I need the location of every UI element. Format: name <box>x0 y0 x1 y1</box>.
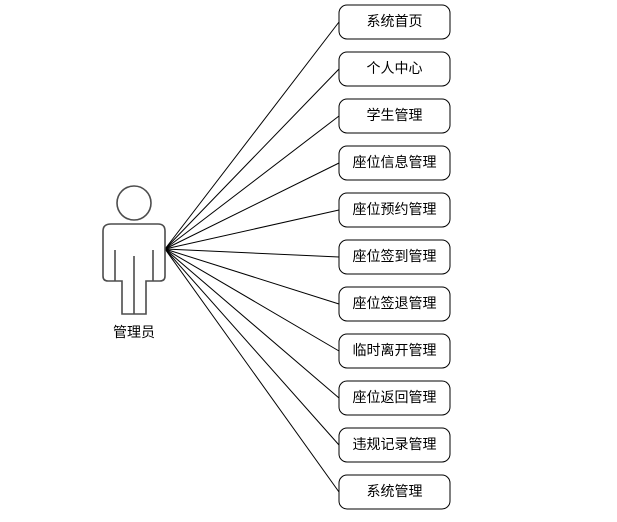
use-case-box <box>338 333 451 369</box>
use-case-boxes: 系统首页个人中心学生管理座位信息管理座位预约管理座位签到管理座位签退管理临时离开… <box>338 4 451 510</box>
use-case-label: 临时离开管理 <box>353 342 437 359</box>
use-case-label: 座位信息管理 <box>353 154 437 171</box>
use-case: 临时离开管理 <box>338 333 451 369</box>
association-line <box>164 248 340 446</box>
use-case-label: 座位预约管理 <box>353 202 437 218</box>
use-case-box <box>338 380 451 416</box>
use-case-box <box>338 51 451 87</box>
association-line <box>164 248 340 305</box>
use-case: 座位返回管理 <box>338 380 451 416</box>
use-case-box <box>338 145 451 181</box>
use-case-label: 座位签退管理 <box>353 295 437 312</box>
association-line <box>164 248 340 352</box>
association-line <box>164 115 340 250</box>
association-line <box>164 209 340 250</box>
use-case: 座位信息管理 <box>338 145 451 181</box>
use-case-box <box>338 192 451 228</box>
association-lines <box>164 21 340 493</box>
use-case-box <box>338 286 451 322</box>
actor-head <box>116 185 152 221</box>
use-case-box <box>338 4 451 40</box>
use-case-label: 学生管理 <box>367 108 423 124</box>
use-case: 学生管理 <box>338 98 451 134</box>
use-case: 座位预约管理 <box>338 192 451 228</box>
use-case-label: 违规记录管理 <box>353 437 437 453</box>
use-case-box <box>338 98 451 134</box>
use-case-box <box>338 427 451 463</box>
use-case-label: 座位签到管理 <box>353 248 437 265</box>
use-case: 系统管理 <box>338 474 451 510</box>
use-case: 系统首页 <box>338 4 451 40</box>
use-case: 违规记录管理 <box>338 427 451 463</box>
association-line <box>164 248 340 399</box>
association-line <box>164 248 340 493</box>
use-case-label: 个人中心 <box>367 61 423 77</box>
actor-label: 管理员 <box>113 325 155 341</box>
use-case: 座位签到管理 <box>338 239 451 275</box>
association-line <box>164 162 340 250</box>
actor-figure <box>102 185 166 315</box>
use-case-label: 系统管理 <box>367 484 423 500</box>
association-line <box>164 248 340 258</box>
use-case-label: 座位返回管理 <box>353 390 437 406</box>
use-case: 座位签退管理 <box>338 286 451 322</box>
association-line <box>164 21 340 250</box>
use-case: 个人中心 <box>338 51 451 87</box>
use-case-box <box>338 239 451 275</box>
association-line <box>164 68 340 250</box>
use-case-label: 系统首页 <box>367 14 423 30</box>
use-case-box <box>338 474 451 510</box>
